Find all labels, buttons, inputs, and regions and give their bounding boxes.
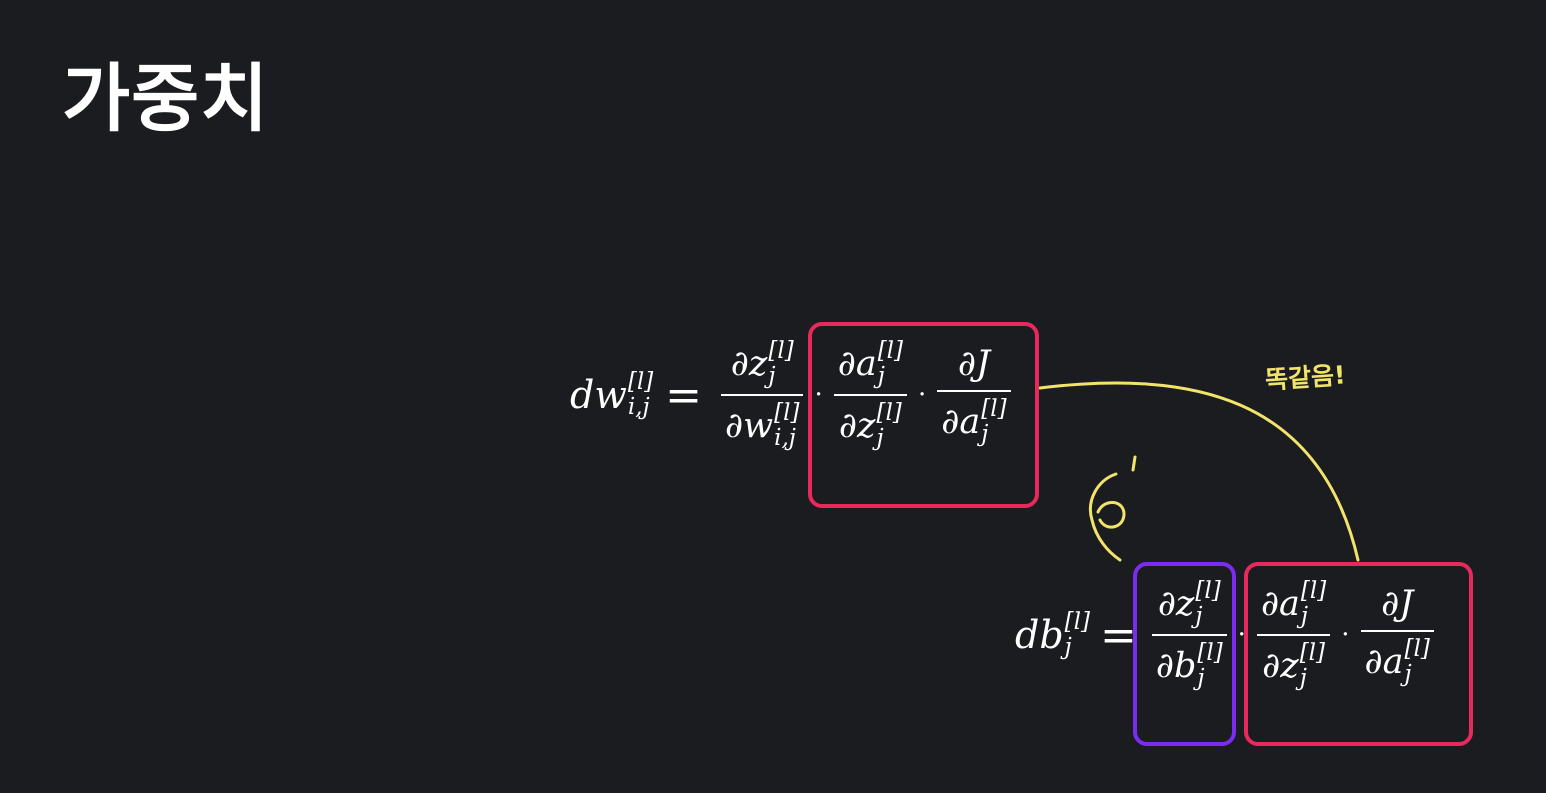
weight-gradient-equation: dw [l] i,j = ∂z [l]j ∂w [l]i,j · ∂a [l]j… — [570, 340, 1016, 450]
scribble-tick — [1131, 455, 1137, 472]
dJ-da-fraction-bias: ∂J ∂a [l]j — [1360, 584, 1434, 686]
db-lhs: db [l]j — [1015, 609, 1090, 660]
dw-lhs: dw [l] i,j — [570, 369, 654, 420]
connector-curve — [1038, 381, 1360, 562]
da-dz-fraction: ∂a [l]j ∂z [l]j — [833, 340, 907, 450]
dz-dw-fraction: ∂z [l]j ∂w [l]i,j — [721, 340, 804, 450]
same-annotation: 똑같음! — [1264, 360, 1347, 395]
da-dz-fraction-bias: ∂a [l]j ∂z [l]j — [1256, 580, 1331, 690]
scribble-six — [1089, 472, 1126, 562]
bias-gradient-equation: db [l]j = ∂z [l]j ∂b [l]j · ∂a [l]j ∂z [… — [1015, 580, 1439, 690]
page-title: 가중치 — [62, 56, 270, 142]
highlight-box-bias-unique — [1133, 562, 1236, 746]
dz-db-fraction: ∂z [l]j ∂b [l]j — [1151, 580, 1227, 690]
dJ-da-fraction: ∂J ∂a [l]j — [937, 344, 1011, 446]
highlight-box-bias-shared — [1244, 562, 1473, 746]
highlight-box-weight-shared — [808, 322, 1039, 508]
